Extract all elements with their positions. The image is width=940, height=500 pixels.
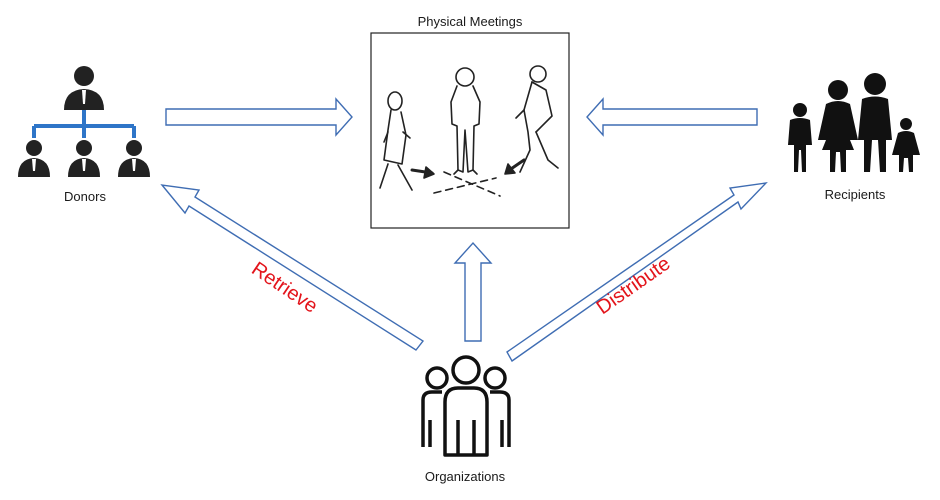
arrow-org-to-meeting	[453, 241, 493, 342]
recipients-label: Recipients	[824, 187, 886, 202]
arrow-donors-to-meeting	[165, 97, 353, 137]
arrow-org-to-recipients	[506, 182, 768, 363]
donors-org-chart-icon	[18, 66, 150, 177]
meeting-frame	[370, 32, 570, 229]
organizations-group-icon	[421, 355, 511, 457]
physical-meetings-label: Physical Meetings	[417, 14, 523, 29]
donors-label: Donors	[64, 189, 106, 204]
arrow-org-to-donors	[160, 184, 425, 351]
family-icon	[788, 73, 920, 172]
arrow-recipients-to-meeting	[586, 97, 758, 137]
organizations-label: Organizations	[424, 469, 506, 484]
people-meeting-illustration	[379, 65, 559, 197]
